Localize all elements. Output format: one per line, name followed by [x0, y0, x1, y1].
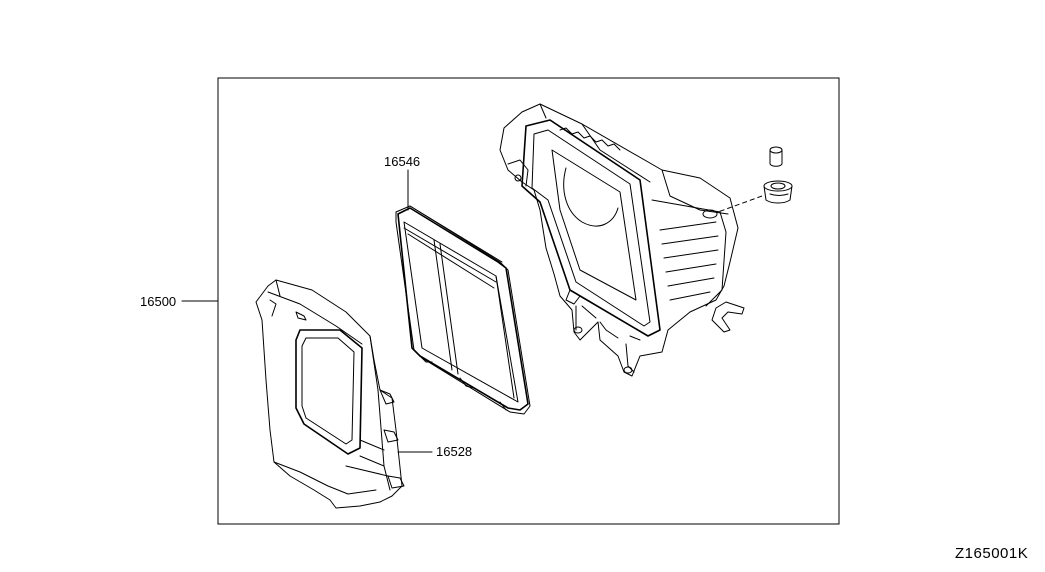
part-label-16528: 16528	[436, 444, 472, 459]
clip[interactable]	[711, 301, 745, 333]
diagram-reference-code: Z165001K	[955, 545, 1028, 562]
air-cleaner-cover[interactable]	[255, 279, 405, 509]
part-label-16500: 16500	[140, 294, 176, 309]
air-filter-element[interactable]	[395, 205, 531, 415]
collar-pin[interactable]	[769, 146, 783, 167]
part-label-16546: 16546	[384, 154, 420, 169]
air-cleaner-case[interactable]	[499, 103, 739, 377]
grommet[interactable]	[763, 180, 793, 204]
